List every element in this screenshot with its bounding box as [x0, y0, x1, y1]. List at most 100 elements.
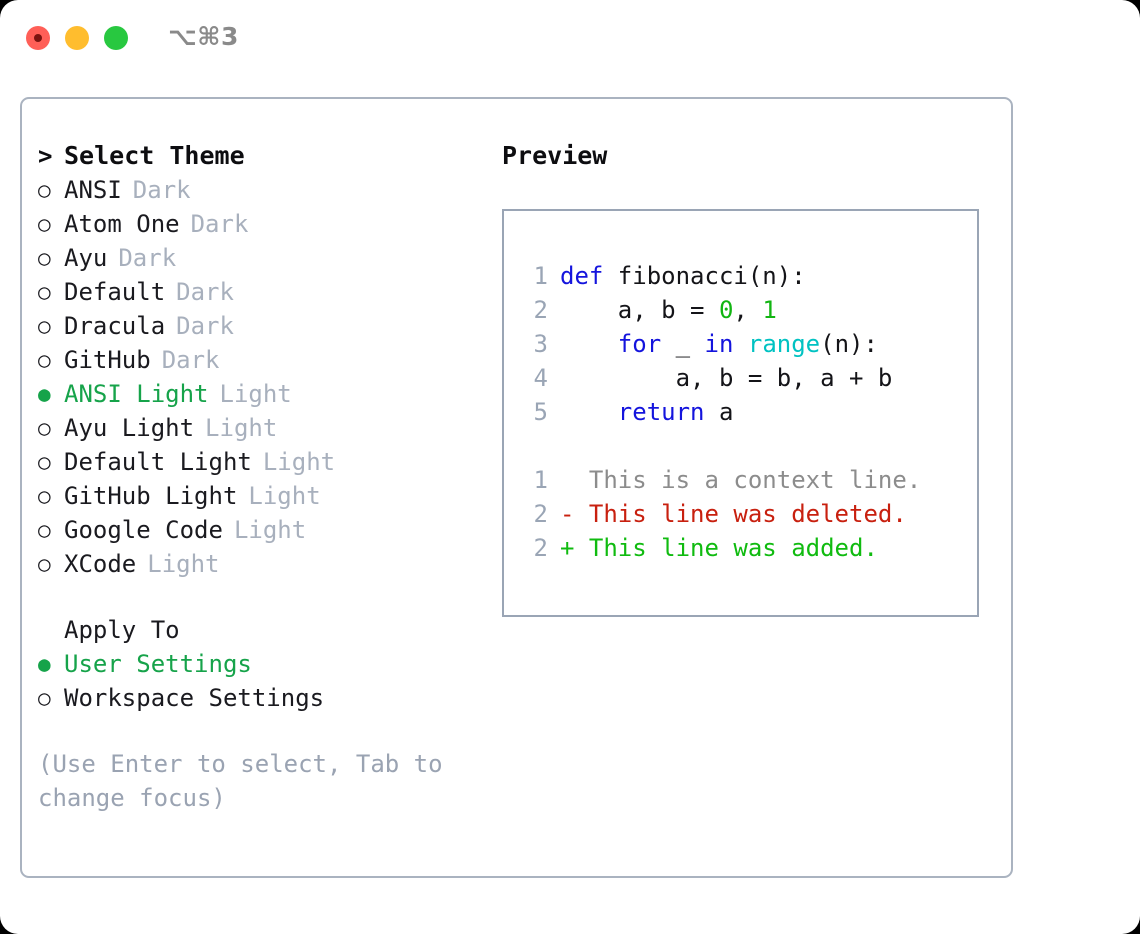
theme-list-item[interactable]: ○ Google Code Light [38, 513, 488, 547]
radio-unselected-icon: ○ [38, 246, 51, 270]
theme-list-item[interactable]: ○ ANSI Dark [38, 173, 488, 207]
keyboard-hint-text: (Use Enter to select, Tab to change focu… [38, 750, 443, 812]
radio-selected-icon: ● [38, 652, 51, 676]
theme-name-label: GitHub Light [64, 482, 238, 510]
theme-name-label: Dracula [64, 312, 166, 340]
code-line: 5 return a [520, 395, 977, 429]
theme-variant-label: Dark [176, 278, 234, 306]
diff-marker [560, 466, 589, 494]
theme-list-item[interactable]: ○ Ayu Dark [38, 241, 488, 275]
code-token [560, 398, 618, 426]
minimize-dot-icon[interactable] [65, 26, 89, 50]
theme-name-label: Default [64, 278, 166, 306]
theme-variant-label: Light [248, 482, 321, 510]
code-token: fibonacci(n): [617, 262, 806, 290]
code-line: 3 for _ in range(n): [520, 327, 977, 361]
line-number: 3 [533, 330, 548, 358]
theme-list-header-label: Select Theme [64, 141, 245, 170]
code-token: range [747, 330, 821, 358]
theme-variant-label: Dark [161, 346, 220, 374]
theme-list-item[interactable]: ○ Atom One Dark [38, 207, 488, 241]
line-number: 2 [533, 500, 548, 528]
theme-variant-label: Light [262, 448, 336, 476]
radio-unselected-icon: ○ [38, 280, 51, 304]
theme-name-label: ANSI [64, 176, 122, 204]
code-text: for _ in range(n): [560, 327, 878, 361]
theme-list-item[interactable]: ○ GitHub Light Light [38, 479, 488, 513]
code-token: 1 [762, 296, 777, 324]
close-dot-icon[interactable] [26, 26, 50, 50]
apply-to-item[interactable]: ○ Workspace Settings [38, 681, 488, 715]
theme-name-label: Atom One [64, 210, 180, 238]
code-token: , [733, 296, 763, 324]
radio-unselected-icon: ○ [38, 212, 51, 236]
code-text: a, b = 0, 1 [560, 293, 777, 327]
theme-variant-label: Light [233, 516, 307, 544]
theme-name-label: Ayu Light [64, 414, 195, 442]
radio-unselected-icon: ○ [38, 686, 51, 710]
code-text: def fibonacci(n): [560, 259, 806, 293]
code-token: _ [661, 330, 705, 358]
radio-selected-icon: ● [38, 382, 51, 406]
theme-variant-label: Light [147, 550, 220, 578]
theme-list-header: > Select Theme [38, 139, 488, 173]
apply-to-header: ○ Apply To [38, 613, 488, 647]
code-token: a, b = b, a + b [560, 364, 893, 392]
theme-variant-label: Dark [132, 176, 191, 204]
preview-title: Preview [502, 141, 608, 170]
apply-to-label-text: Workspace Settings [64, 684, 325, 712]
radio-unselected-icon: ○ [38, 450, 51, 474]
radio-unselected-icon: ○ [38, 484, 51, 508]
code-token: return [617, 398, 705, 426]
theme-variant-label: Light [219, 380, 292, 408]
code-token: a, b = [560, 296, 719, 324]
code-line: 4 a, b = b, a + b [520, 361, 977, 395]
line-number: 5 [533, 398, 548, 426]
theme-name-label: Ayu [64, 244, 108, 272]
theme-list-item[interactable]: ○ Default Light Light [38, 445, 488, 479]
radio-unselected-icon: ○ [38, 552, 51, 576]
theme-name-label: Default Light [64, 448, 252, 476]
maximize-dot-icon[interactable] [104, 26, 128, 50]
line-number: 1 [533, 466, 548, 494]
apply-to-item[interactable]: ●User Settings [38, 647, 488, 681]
theme-name-label: Google Code [64, 516, 223, 544]
theme-variant-label: Dark [190, 210, 249, 238]
code-token: a [704, 398, 734, 426]
theme-name-label: XCode [64, 550, 137, 578]
theme-list-item[interactable]: ○ XCode Light [38, 547, 488, 581]
diff-text: + This line was added. [560, 531, 878, 565]
radio-unselected-icon: ○ [38, 518, 51, 542]
theme-variant-label: Dark [118, 244, 177, 272]
line-number: 2 [533, 534, 548, 562]
diff-marker: - [560, 500, 589, 528]
code-token [560, 330, 618, 358]
code-token: for [617, 330, 662, 358]
code-text: return a [560, 395, 734, 429]
code-diff-spacer [520, 429, 977, 463]
prompt-caret-icon: > [38, 142, 53, 170]
theme-list-item[interactable]: ○ Default Dark [38, 275, 488, 309]
apply-to-label: Apply To [64, 616, 180, 644]
diff-line: 2 + This line was added. [520, 531, 977, 565]
diff-block: 1 This is a context line. 2 - This line wa… [520, 463, 977, 565]
code-token: def [560, 262, 618, 290]
code-line: 2 a, b = 0, 1 [520, 293, 977, 327]
radio-unselected-icon: ○ [38, 178, 51, 202]
diff-text: - This line was deleted. [560, 497, 907, 531]
diff-line: 1 This is a context line. [520, 463, 977, 497]
line-number: 1 [533, 262, 548, 290]
code-line: 1 def fibonacci(n): [520, 259, 977, 293]
diff-line: 2 - This line was deleted. [520, 497, 977, 531]
code-token: 0 [718, 296, 734, 324]
